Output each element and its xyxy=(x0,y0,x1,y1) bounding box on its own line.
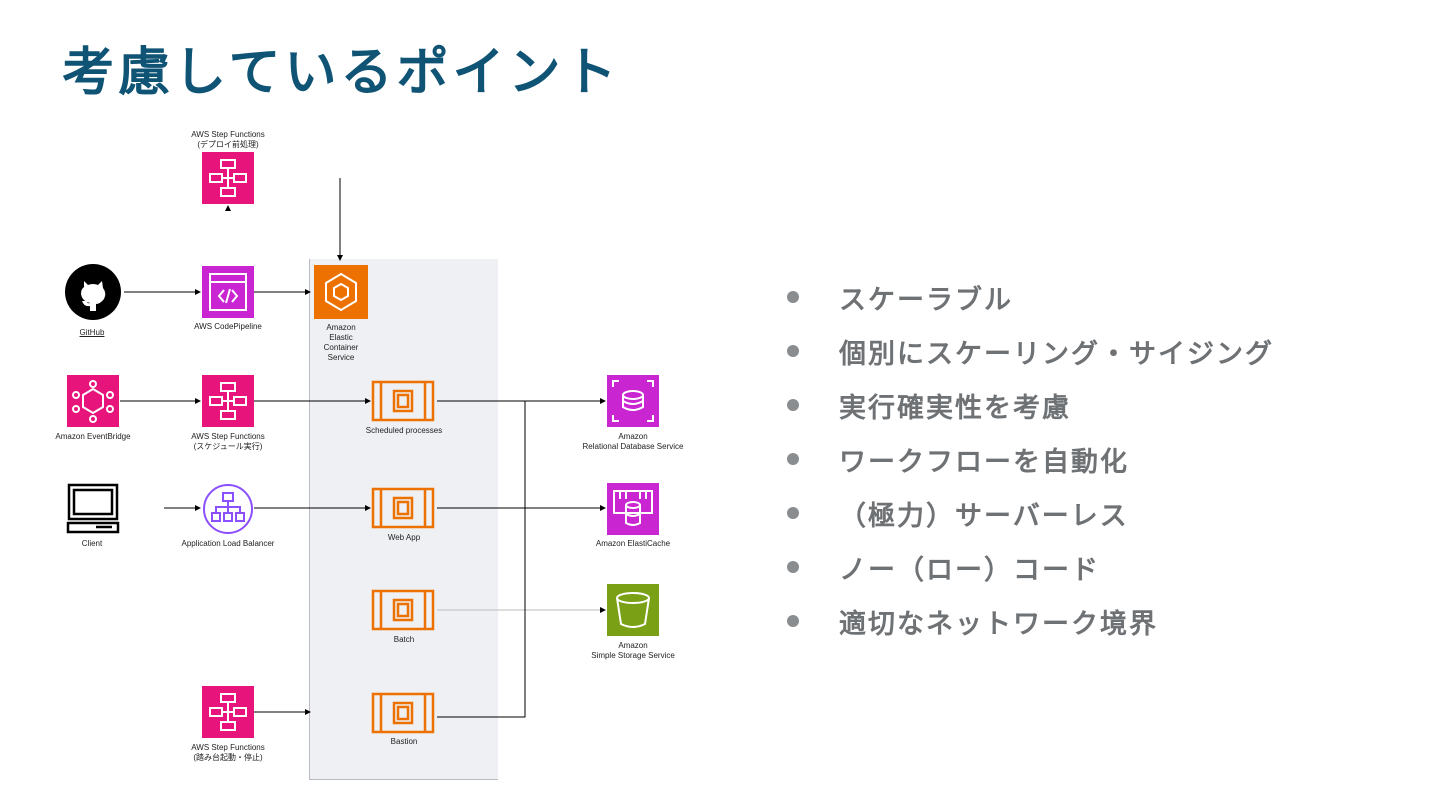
rds-icon xyxy=(607,375,659,427)
step-functions-scheduled-label: AWS Step Functions(スケジュール実行) xyxy=(191,432,265,451)
bastion-container-icon xyxy=(371,692,435,734)
load-balancer-label: Application Load Balancer xyxy=(181,539,275,548)
step-functions-scheduled-icon xyxy=(202,375,254,427)
point-text: ノー（ロー）コード xyxy=(839,554,1100,586)
point-item: ノー（ロー）コード xyxy=(787,540,1274,594)
scheduled-processes-label: Scheduled processes xyxy=(365,426,443,435)
bullet-dot xyxy=(787,291,799,303)
point-item: （極力）サーバーレス xyxy=(787,486,1274,540)
scheduled-processes-container-icon xyxy=(371,380,435,422)
eventbridge-label: Amazon EventBridge xyxy=(55,432,131,441)
bullet-dot xyxy=(787,615,799,627)
points-list: スケーラブル 個別にスケーリング・サイジング 実行確実性を考慮 ワークフローを自… xyxy=(787,270,1274,648)
point-item: ワークフローを自動化 xyxy=(787,432,1274,486)
client-label: Client xyxy=(81,539,103,548)
batch-container-icon xyxy=(371,589,435,631)
ecs-icon xyxy=(314,265,368,319)
codepipeline-label: AWS CodePipeline xyxy=(194,322,262,331)
bastion-label: Bastion xyxy=(390,737,418,746)
step-functions-deploy-icon xyxy=(202,152,254,204)
slide-title: 考慮しているポイント xyxy=(62,43,621,103)
load-balancer-icon xyxy=(202,483,254,535)
batch-label: Batch xyxy=(393,635,415,644)
point-text: 実行確実性を考慮 xyxy=(839,392,1071,424)
point-item: 実行確実性を考慮 xyxy=(787,378,1274,432)
webapp-label: Web App xyxy=(387,533,421,542)
point-text: スケーラブル xyxy=(839,284,1013,316)
bullet-dot xyxy=(787,507,799,519)
github-icon xyxy=(64,263,122,321)
point-text: ワークフローを自動化 xyxy=(839,446,1129,478)
connector-lines xyxy=(120,178,606,718)
point-text: （極力）サーバーレス xyxy=(839,500,1129,532)
step-functions-bastion-label: AWS Step Functions(踏み台起動・停止) xyxy=(191,743,265,762)
bullet-dot xyxy=(787,345,799,357)
point-item: 個別にスケーリング・サイジング xyxy=(787,324,1274,378)
point-text: 適切なネットワーク境界 xyxy=(839,608,1158,640)
client-computer-icon xyxy=(66,483,120,535)
github-label: GitHub xyxy=(79,328,105,337)
point-text: 個別にスケーリング・サイジング xyxy=(839,338,1274,370)
bullet-dot xyxy=(787,561,799,573)
step-functions-bastion-icon xyxy=(202,686,254,738)
codepipeline-icon xyxy=(202,266,254,318)
elasticache-label: Amazon ElastiCache xyxy=(595,539,671,548)
bullet-dot xyxy=(787,399,799,411)
point-item: 適切なネットワーク境界 xyxy=(787,594,1274,648)
eventbridge-icon xyxy=(67,375,119,427)
architecture-diagram: AWS Step Functions(デプロイ前処理) GitHub AWS C… xyxy=(55,130,684,780)
bullet-dot xyxy=(787,453,799,465)
point-item: スケーラブル xyxy=(787,270,1274,324)
webapp-container-icon xyxy=(371,487,435,529)
step-functions-deploy-label: AWS Step Functions(デプロイ前処理) xyxy=(191,130,265,149)
s3-bucket-icon xyxy=(607,584,659,636)
elasticache-icon xyxy=(607,483,659,535)
